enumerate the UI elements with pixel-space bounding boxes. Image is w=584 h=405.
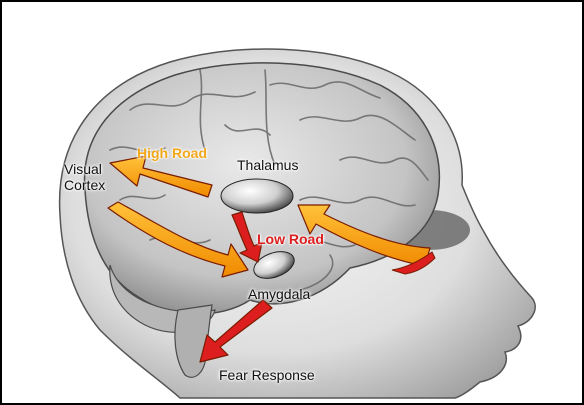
high-road-arrow-lower <box>107 201 249 278</box>
high-road-label: High Road <box>137 145 207 161</box>
thalamus-label: Thalamus <box>237 157 299 173</box>
low-road-label: Low Road <box>257 231 324 247</box>
low-road-arrow <box>231 211 263 263</box>
sensory-input-arrow-edge <box>391 251 436 275</box>
high-road-arrow-upper <box>109 155 213 198</box>
visual-label: Visual <box>64 161 102 177</box>
fear-response-label: Fear Response <box>219 367 315 383</box>
sensory-input-arrow <box>297 204 431 267</box>
fear-response-arrow <box>199 299 273 363</box>
cortex-label: Cortex <box>64 177 106 193</box>
amygdala-shape <box>253 251 295 279</box>
thalamus-shape <box>220 178 294 214</box>
amygdala-label: Amygdala <box>248 286 311 302</box>
